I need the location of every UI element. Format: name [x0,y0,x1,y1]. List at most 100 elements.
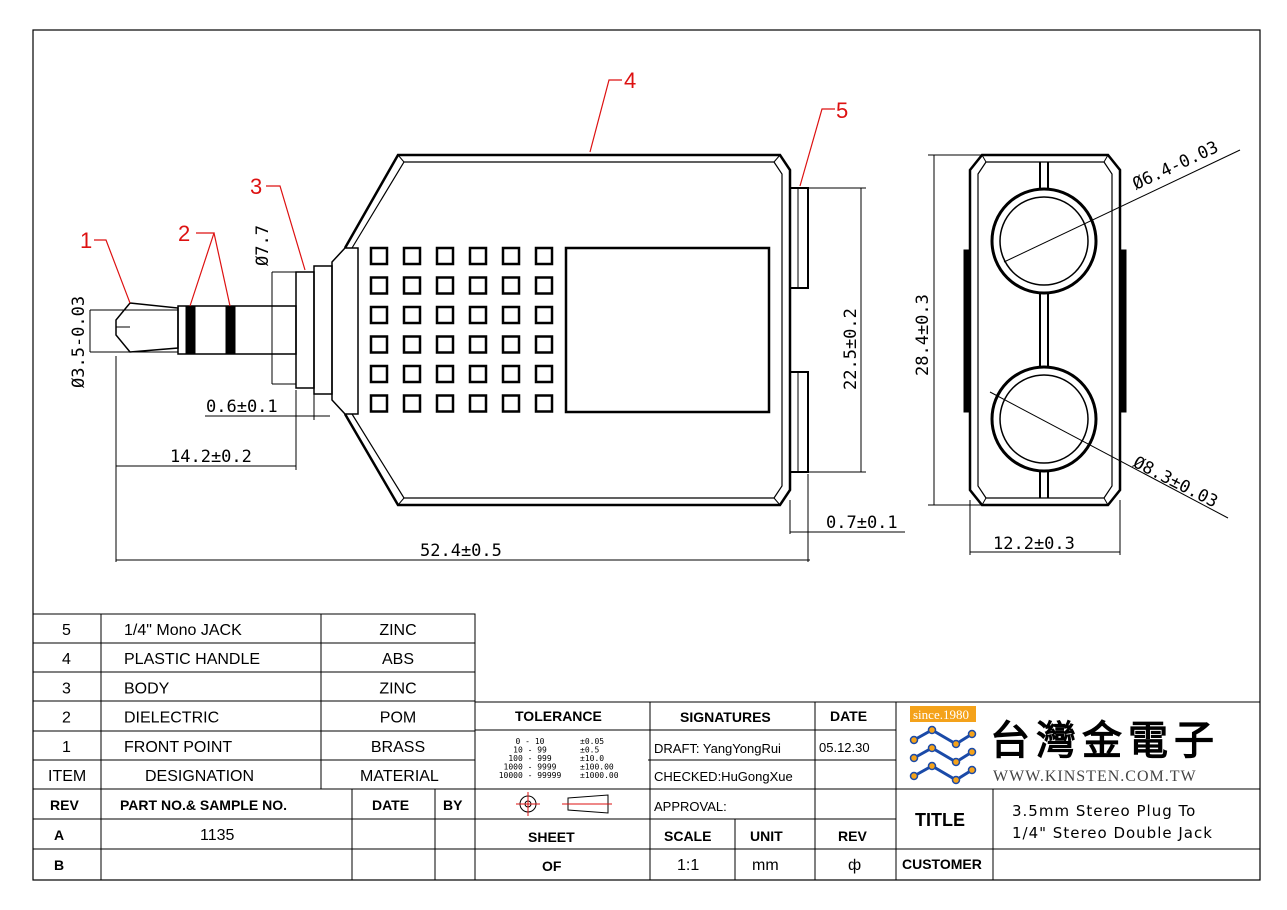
grip-square [402,394,422,413]
grip-square [468,276,488,295]
rev-row-b: B [54,857,64,873]
grip-square [369,364,389,384]
grip-square [369,276,389,295]
jack-hole-lower [990,365,1098,473]
grip-square [534,276,554,295]
grip-square [369,246,389,266]
rev-header-date: DATE [372,797,409,813]
grip-square [468,394,488,413]
bom-table [32,613,1261,881]
grip-texture [369,246,554,413]
title-line-1: 3.5mm Stereo Plug To [1012,802,1196,820]
bom-item: 5 [62,622,71,639]
approval-signature: APPROVAL: [654,799,727,814]
scale-value: 1:1 [677,857,699,874]
bom-material: ZINC [379,622,416,639]
date-label: DATE [830,708,867,724]
logo-since-badge [910,706,976,722]
company-logo: since.1980 台灣金電子 WWW.KINSTEN.COM.TW [909,706,1214,785]
logo-since-text: since.1980 [913,707,969,722]
grip-square [468,246,488,266]
bom-item: 4 [62,651,71,668]
grip-square [435,246,455,266]
bom-material: ABS [382,651,414,668]
grip-square [435,276,455,295]
rev-row-a: A [54,827,64,843]
dim-collar-diameter: Ø7.7 [253,225,273,266]
collar-flange [313,265,333,395]
dim-hole-small: Ø6.4-0.03 [1130,137,1222,194]
unit-value: mm [752,857,779,874]
end-view-rib-right [1119,249,1127,413]
dim-jack-span: 22.5±0.2 [841,308,861,390]
bom-designation: FRONT POINT [124,739,232,756]
unit-label: UNIT [750,828,783,844]
draft-date: 05.12.30 [819,740,870,755]
tolerance-range: 100 - 999 [508,754,552,763]
grip-square [402,335,422,354]
plastic-handle [343,153,792,507]
bom-item: 2 [62,710,71,727]
plug-sleeve [177,305,297,355]
rev-header-by: BY [443,797,463,813]
projection-symbol [516,792,612,816]
grip-square [435,335,455,354]
dim-plug-length: 14.2±0.2 [170,447,252,467]
dim-hole-large: Ø8.3±0.03 [1130,453,1221,513]
bom-material: BRASS [371,739,425,756]
grip-square [369,305,389,325]
tolerance-value: ±1000.00 [580,771,619,780]
side-dimensions [89,187,905,562]
grip-square [468,364,488,384]
tolerance-range: 10 - 99 [513,746,547,755]
rev-value: ф [848,857,861,874]
end-view-outline [968,153,1122,507]
grip-square [435,364,455,384]
callout-5: 5 [836,98,848,123]
bom-material: POM [380,710,416,727]
bom-designation: 1/4" Mono JACK [124,622,242,639]
tolerance-value: ±0.5 [580,746,599,755]
dim-jack-offset: 0.7±0.1 [826,513,898,533]
label-panel [564,246,771,414]
drawing-frame [32,29,1261,881]
sheet-label: SHEET [528,829,575,845]
grip-square [501,305,521,325]
rev-header-part: PART NO.& SAMPLE NO. [120,797,287,813]
grip-square [534,305,554,325]
checked-signature: CHECKED:HuGongXue [654,769,793,784]
tolerance-range: 0 - 10 [516,737,545,746]
tolerance-value: ±0.05 [580,737,604,746]
of-label: OF [542,858,562,874]
jack-lower [789,371,809,473]
grip-square [369,335,389,354]
collar [295,271,315,389]
grip-square [534,246,554,266]
grip-square [501,364,521,384]
grip-square [534,394,554,413]
company-url: WWW.KINSTEN.COM.TW [993,768,1197,785]
grip-square [501,394,521,413]
grip-square [435,394,455,413]
logo-circuit-icon [913,728,973,782]
rev-header-rev: REV [50,797,79,813]
bom-header-material: MATERIAL [360,768,439,785]
jack-hole-upper [990,187,1098,295]
bom-header-designation: DESIGNATION [145,768,254,785]
signatures-label: SIGNATURES [680,709,771,725]
callout-2: 2 [178,221,190,246]
bom-material: ZINC [379,680,416,697]
grip-square [402,276,422,295]
grip-square [468,335,488,354]
tolerance-label: TOLERANCE [515,708,602,724]
customer-label: CUSTOMER [902,856,982,872]
rev-row-a-part: 1135 [200,827,235,844]
grip-square [501,276,521,295]
callout-3: 3 [250,174,262,199]
dim-collar-thickness: 0.6±0.1 [206,397,278,417]
tolerance-value: ±10.0 [580,754,604,763]
bom-item: 3 [62,680,71,697]
grip-square [435,305,455,325]
